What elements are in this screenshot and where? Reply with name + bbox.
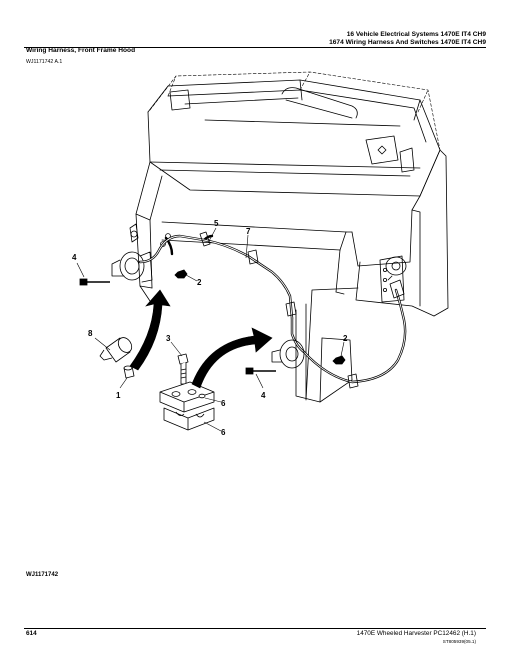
bolt-left [79,278,110,286]
part-6-clamp-block-upper [159,381,215,413]
frame-right-panel [305,149,449,401]
hood-rear-outline [149,71,441,151]
header-rule [24,47,486,48]
document-reference: 1470E Wheeled Harvester PC12462 (H.1) [356,630,476,637]
callout-6-lower: 6 [221,428,226,437]
callout-1: 1 [116,391,121,400]
part-3-bolt [177,353,189,385]
chapter-header: 16 Vehicle Electrical Systems 1470E IT4 … [346,31,486,38]
frame-lower-plate [295,303,353,403]
callout-2-lower: 2 [343,334,348,343]
callout-6-upper: 6 [221,399,226,408]
frame-cross-beam [161,221,353,293]
nut-2-upper [174,269,188,279]
callout-8: 8 [88,329,93,338]
part-8-cable-clamp [99,337,133,363]
hood-shell [147,79,441,197]
left-clamp-assembly [111,223,171,283]
page-number: 614 [26,630,37,637]
harness-clips [199,231,405,389]
grommet-right [271,339,305,369]
bolt-right [245,367,276,375]
callout-3: 3 [166,334,171,343]
frame-left-post [135,161,163,305]
part-6-clamp-block-lower [163,407,215,431]
section-title: Wiring Harness, Front Frame Hood [26,47,136,54]
figure-label: WJ1171742 [26,572,59,578]
callout-4-right: 4 [261,391,266,400]
callout-7: 7 [246,227,251,236]
callout-4-left: 4 [72,253,77,262]
document-code: ST805939(05.1) [442,639,476,644]
callout-5: 5 [214,219,219,228]
part-1-sleeve [123,365,135,379]
group-header: 1674 Wiring Harness And Switches 1470E I… [329,39,486,46]
footer-rule [24,628,486,629]
arrow-left-up [129,289,171,371]
nut-2-lower [332,355,346,365]
figure-id: WJ1171742 A.1 [26,59,63,65]
arrow-right-up [191,327,273,389]
callout-2-upper: 2 [197,278,202,287]
